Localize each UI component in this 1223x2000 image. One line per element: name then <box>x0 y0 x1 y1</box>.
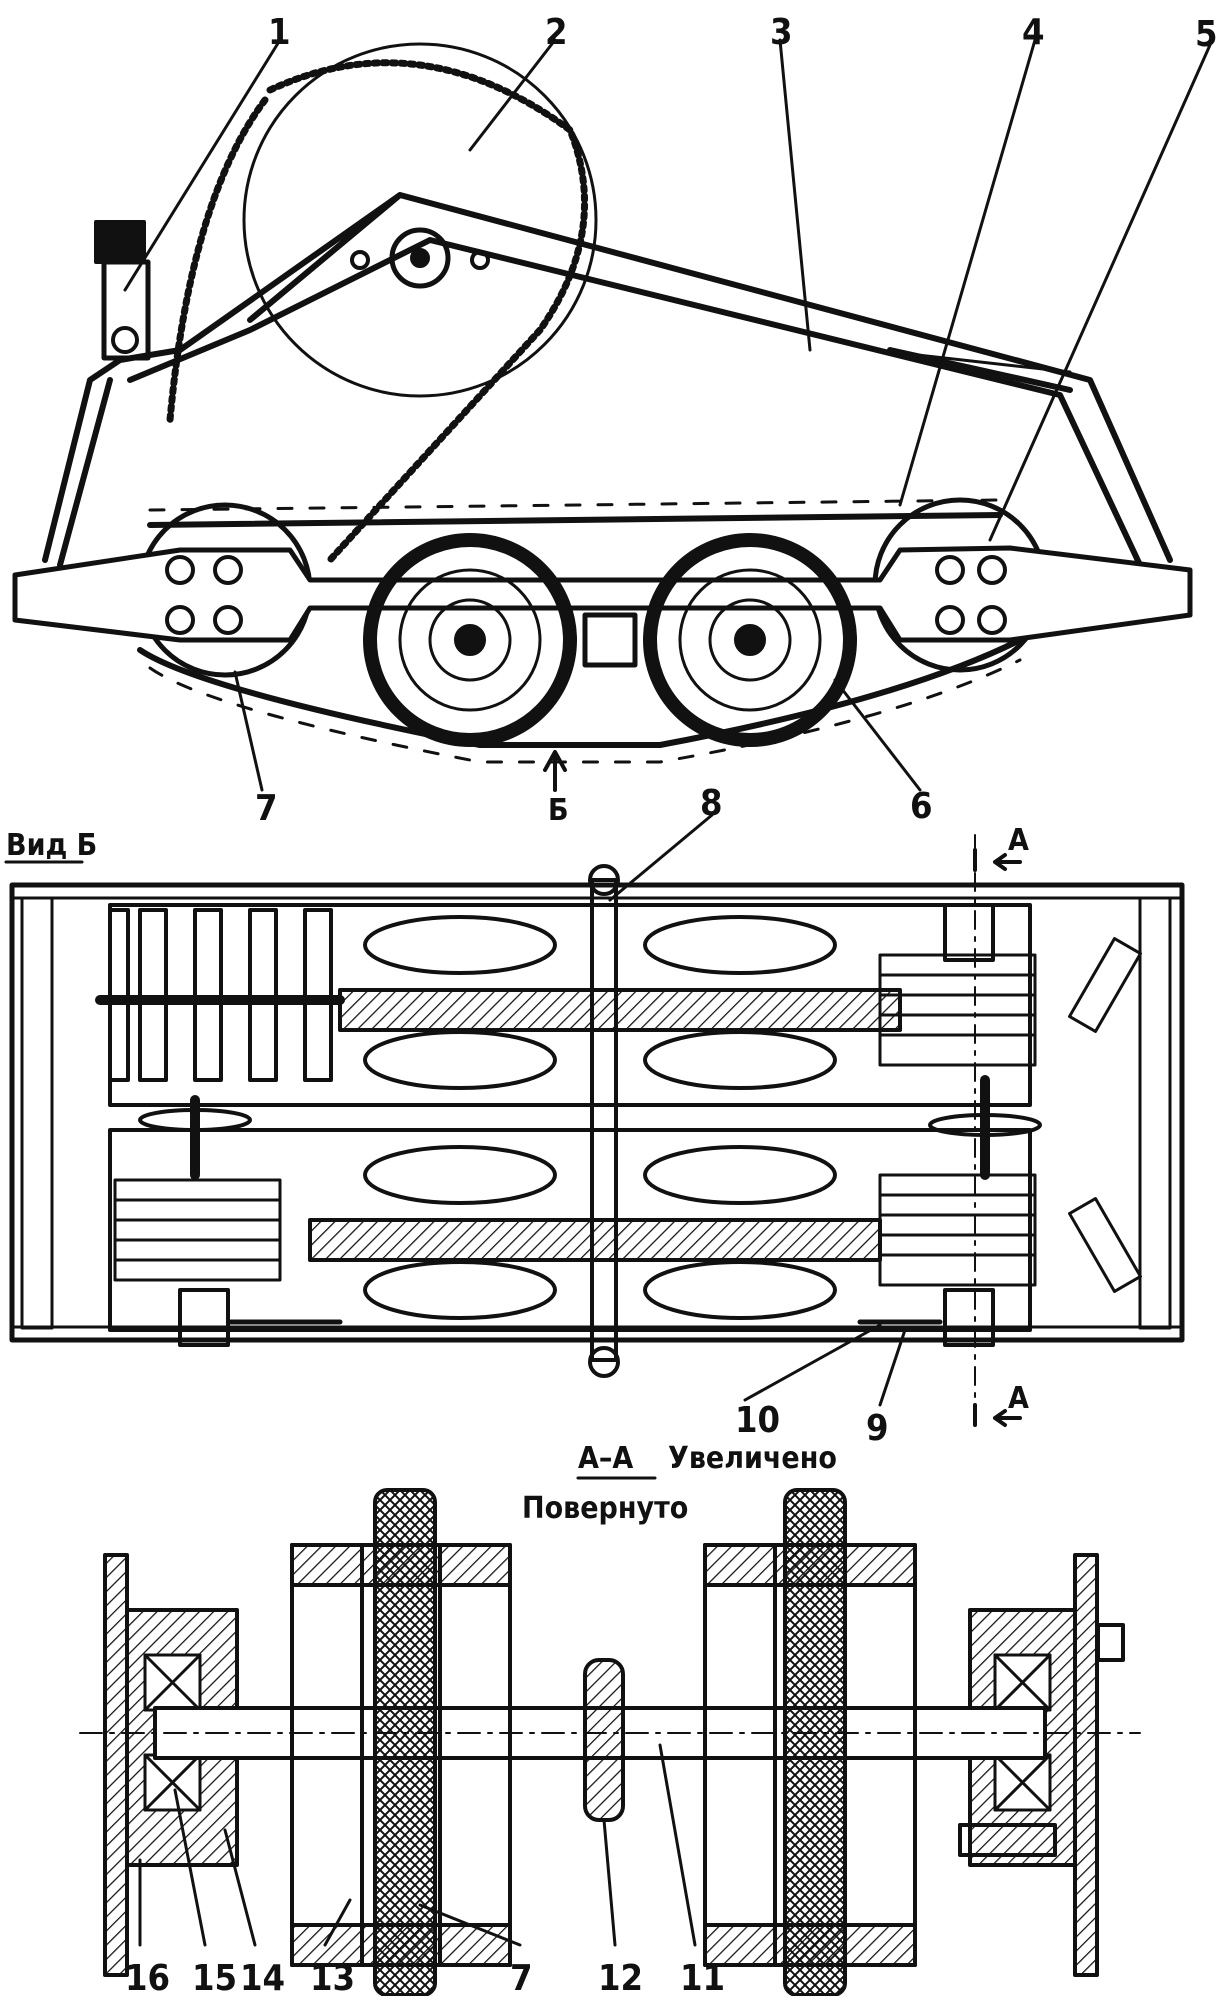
steering-handle <box>94 220 151 361</box>
small-sprocket-left <box>138 1108 252 1132</box>
callout-14: 14 <box>240 1958 285 1996</box>
callout-9: 9 <box>866 1408 889 1449</box>
side-view <box>12 38 1212 902</box>
pinion-sprocket <box>389 227 451 289</box>
callout-6: 6 <box>910 786 933 827</box>
callout-16: 16 <box>125 1958 170 1996</box>
plan-view: Вид Б <box>4 828 1185 1431</box>
section-aa-title: А–А <box>578 1441 633 1476</box>
right-sprocket-disc <box>783 1488 847 1997</box>
left-rail <box>103 1553 129 1977</box>
side-beam <box>12 545 1193 643</box>
section-aa-captions: А–А Увеличено Повернуто 16 15 14 13 7 12… <box>125 1441 837 1999</box>
idler-cleats <box>113 953 1037 1287</box>
road-wheel-left <box>363 533 577 747</box>
section-aa-rotated: Повернуто <box>522 1491 688 1526</box>
track-lower <box>137 637 1023 748</box>
center-sprocket <box>583 1658 625 1822</box>
callout-15: 15 <box>192 1958 237 1996</box>
upper-track-links <box>338 988 902 1032</box>
callout-13: 13 <box>310 1958 355 1996</box>
callout-1: 1 <box>268 12 291 53</box>
callout-12: 12 <box>598 1958 643 1996</box>
callout-3: 3 <box>770 12 793 53</box>
callout-11: 11 <box>680 1958 725 1996</box>
callout-7-section: 7 <box>510 1958 533 1996</box>
section-letter-top: А <box>1008 823 1029 858</box>
callout-4: 4 <box>1022 12 1045 53</box>
view-b-title: Вид Б <box>6 828 97 863</box>
left-sprocket-disc <box>373 1488 437 1997</box>
drive-sprocket <box>242 42 598 398</box>
leader-lines <box>123 38 1212 902</box>
right-rail <box>1073 1553 1099 1977</box>
idler-bolts <box>165 555 1007 635</box>
side-view-callouts: 1 2 3 4 5 6 7 Б 8 <box>255 12 1218 829</box>
section-letter-bottom: А <box>1008 1381 1029 1416</box>
drive-chain <box>166 59 588 564</box>
small-sprocket-right <box>928 1113 1042 1137</box>
drive-sprocket-plates <box>95 908 345 1082</box>
cross-axle <box>590 878 618 1362</box>
view-b-arrow <box>543 750 567 792</box>
plan-frame <box>9 882 1185 1343</box>
callout-10: 10 <box>735 1400 780 1441</box>
callout-5: 5 <box>1195 14 1218 55</box>
road-wheel-right <box>643 533 857 747</box>
track-upper <box>147 512 1003 528</box>
center-hub <box>582 612 638 668</box>
callout-7: 7 <box>255 788 278 829</box>
lower-track-links <box>308 1218 882 1262</box>
frame-tube <box>42 192 1173 568</box>
plan-view-callouts: А А 9 10 <box>735 823 1029 1449</box>
callout-2: 2 <box>545 12 568 53</box>
section-aa-enlarged: Увеличено <box>668 1441 837 1476</box>
view-b-arrow-label: Б <box>548 793 569 828</box>
section-aa-view <box>79 1488 1141 1997</box>
callout-8: 8 <box>700 783 723 824</box>
lower-track-plate <box>108 1128 1032 1332</box>
